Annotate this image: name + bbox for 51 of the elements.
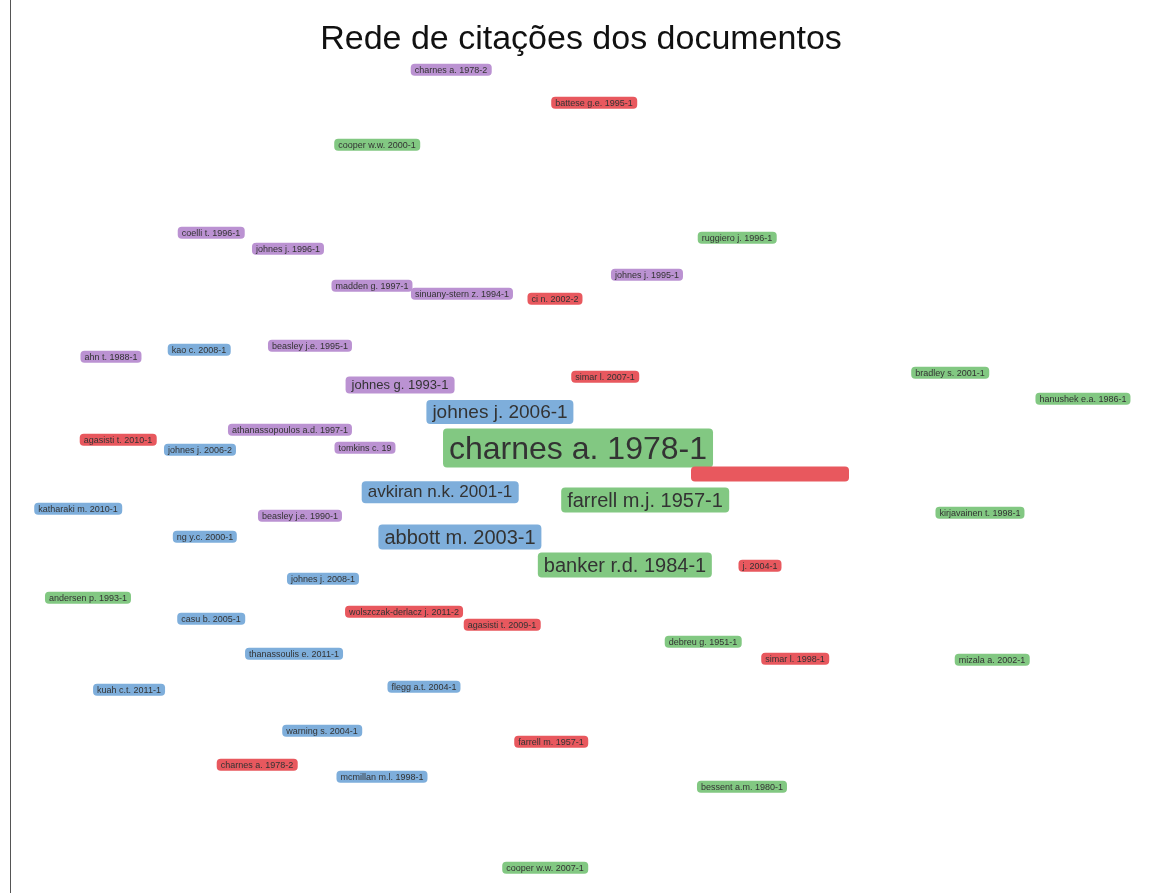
citation-label: johnes j. 1995-1 xyxy=(611,268,683,282)
citation-label: andersen p. 1993-1 xyxy=(44,591,132,605)
citation-label: farrell m.j. 1957-1 xyxy=(561,487,729,513)
citation-label: cooper w.w. 2000-1 xyxy=(334,138,420,152)
citation-label: banker r.d. 1984-1 xyxy=(537,552,713,578)
citation-label: kuah c.t. 2011-1 xyxy=(93,683,165,697)
citation-label: hanushek e.a. 1986-1 xyxy=(1035,392,1131,406)
citation-label: avkiran n.k. 2001-1 xyxy=(361,481,519,503)
citation-label: simar l. 2007-1 xyxy=(571,370,639,384)
citation-label: johnes g. 1993-1 xyxy=(345,376,455,394)
citation-label: farrell m. 1957-1 xyxy=(514,735,588,749)
citation-label: thanassoulis e. 2011-1 xyxy=(245,647,343,661)
citation-label: ruggiero j. 1996-1 xyxy=(697,231,777,245)
citation-label: wolszczak-derlacz j. 2011-2 xyxy=(345,605,463,619)
citation-label: johnes j. 2008-1 xyxy=(287,572,359,586)
citation-label: beasley j.e. 1995-1 xyxy=(267,339,353,353)
chart-title: Rede de citações dos documentos xyxy=(319,18,843,57)
citation-label: athanassopoulos a.d. 1997-1 xyxy=(227,423,353,437)
citation-label: agasisti t. 2009-1 xyxy=(463,618,541,632)
citation-label: madden g. 1997-1 xyxy=(331,279,413,293)
citation-label: j. 2004-1 xyxy=(738,559,782,573)
citation-label: ng y.c. 2000-1 xyxy=(172,530,238,544)
citation-label: charnes a. 1978-1 xyxy=(443,428,713,468)
citation-label: johnes j. 1996-1 xyxy=(252,242,324,256)
citation-label: johnes j. 2006-2 xyxy=(164,443,236,457)
citation-label: agasisti t. 2010-1 xyxy=(79,433,157,447)
citation-label: flegg a.t. 2004-1 xyxy=(387,680,461,694)
citation-label: charnes a. 1978-2 xyxy=(410,63,492,77)
citation-label: bradley s. 2001-1 xyxy=(911,366,989,380)
citation-label: abbott m. 2003-1 xyxy=(378,524,542,550)
citation-label: tomkins c. 19 xyxy=(334,441,396,455)
citation-label: coelli t. 1996-1 xyxy=(177,226,245,240)
citation-label: kirjavainen t. 1998-1 xyxy=(935,506,1025,520)
citation-label: katharaki m. 2010-1 xyxy=(34,502,122,516)
citation-label: ci n. 2002-2 xyxy=(527,292,583,306)
citation-label: bessent a.m. 1980-1 xyxy=(696,780,788,794)
citation-label: sinuany-stern z. 1994-1 xyxy=(410,287,514,301)
citation-label: johnes j. 2006-1 xyxy=(426,400,574,424)
citation-label: kao c. 2008-1 xyxy=(167,343,231,357)
citation-label: battese g.e. 1995-1 xyxy=(551,96,637,110)
citation-label: mcmillan m.l. 1998-1 xyxy=(336,770,428,784)
citation-label: warning s. 2004-1 xyxy=(282,724,362,738)
citation-label: charnes a. 1978-2 xyxy=(216,758,298,772)
citation-label: ahn t. 1988-1 xyxy=(80,350,142,364)
citation-label: mizala a. 2002-1 xyxy=(954,653,1030,667)
citation-label: cooper w.w. 2007-1 xyxy=(502,861,588,875)
citation-marker xyxy=(691,466,849,482)
citation-label: simar l. 1998-1 xyxy=(761,652,829,666)
citation-label: beasley j.e. 1990-1 xyxy=(257,509,343,523)
citation-label: casu b. 2005-1 xyxy=(177,612,245,626)
citation-label: debreu g. 1951-1 xyxy=(664,635,742,649)
